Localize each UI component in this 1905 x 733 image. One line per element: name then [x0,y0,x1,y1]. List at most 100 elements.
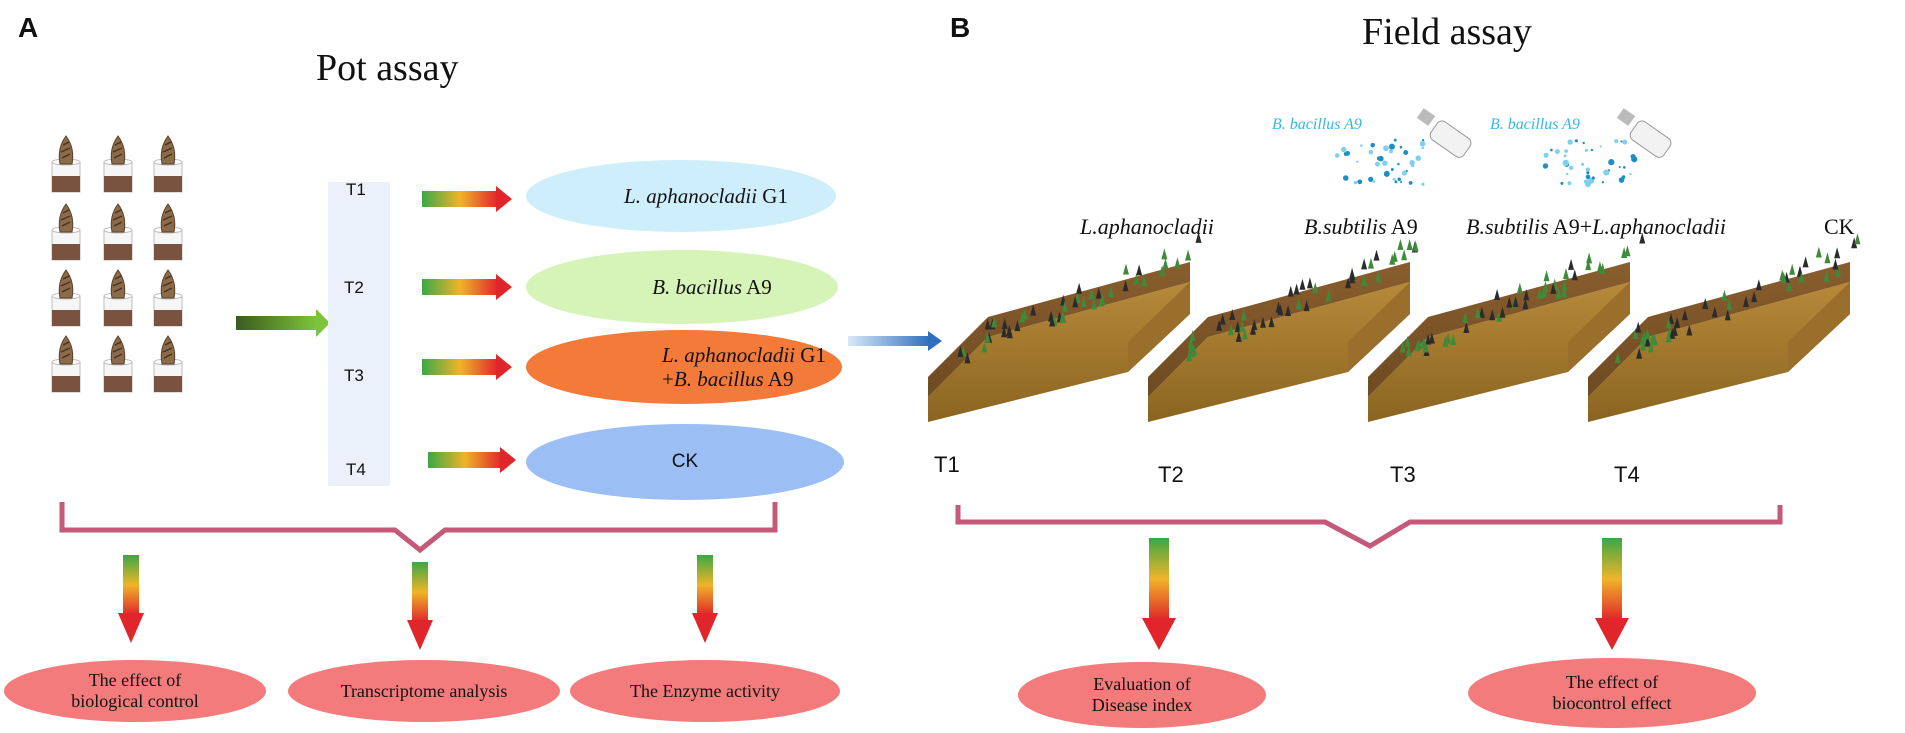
plant-mark [1019,311,1026,323]
plant-mark [1185,249,1192,261]
plant-mark [1219,313,1226,325]
plant-mark [1107,285,1114,297]
spray-droplet [1567,139,1573,145]
plant-mark [1014,320,1021,332]
spray-droplet [1397,162,1400,166]
plant-mark [1632,327,1639,339]
spray-droplet [1356,160,1359,163]
plant-mark [1420,337,1427,349]
spray-droplet [1550,148,1553,152]
plant-mark [1216,319,1223,331]
treatment-t3: T3 [344,366,364,385]
plant-mark [1644,335,1651,347]
plant-mark [1389,253,1396,265]
t1-species: L. aphanocladii [624,183,758,208]
plant-mark [1059,312,1066,324]
plant-mark [1076,282,1083,294]
plant-mark [1162,258,1169,270]
plant-mark [1724,309,1731,321]
field-treatment-t2: T2 [1158,462,1184,487]
plant-mark [1030,304,1037,316]
plot-header-3-strain: A9+ [1548,214,1593,239]
output-transcriptome: Transcriptome analysis [288,660,560,722]
spray-droplet [1421,139,1425,142]
spray-droplet [1397,177,1401,182]
plant-mark [1561,279,1568,291]
spray-droplet [1345,150,1351,156]
spray-droplet [1421,182,1425,186]
plant-mark [1541,286,1548,298]
plant-mark [964,352,971,364]
spray-droplet [1399,180,1403,184]
plant-mark [1445,332,1452,344]
plant-mark [1586,252,1593,264]
spray-droplet [1585,174,1591,180]
spray-droplet [1408,181,1413,185]
plant-mark [1405,345,1412,357]
plant-mark [1293,283,1300,295]
plant-mark [1835,265,1842,277]
spray-droplet [1562,159,1569,167]
spray-droplet [1419,140,1426,147]
plot-header-1-species: L.aphanocladii [1080,214,1214,239]
plant-mark [1361,274,1368,286]
plant-mark [1550,282,1557,294]
spray-droplet [1376,156,1382,161]
spray-droplet [1618,177,1625,183]
plant-mark [1585,259,1592,271]
spray-droplet [1585,167,1591,172]
spray-droplet [1382,160,1388,166]
spray-droplet [1401,170,1408,176]
plant-mark [1665,331,1672,343]
spray-droplet [1390,168,1394,171]
spray-droplet [1554,149,1560,155]
field-output-1-line1: Evaluation of [1093,674,1191,695]
field-treatment-t3: T3 [1390,462,1416,487]
plant-mark [1159,265,1166,277]
plant-mark [1095,287,1102,299]
spray-droplet [1415,155,1422,161]
plant-mark [1669,327,1676,339]
plant-mark [1681,309,1688,321]
spray-droplet [1543,152,1549,158]
plant-mark [1404,335,1411,347]
plant-mark [1789,263,1796,275]
plant-mark [1345,277,1352,289]
plant-mark [1295,298,1302,310]
spray-droplet [1580,162,1585,166]
plant-mark [984,331,991,343]
plant-mark [1234,321,1241,333]
plot-header-3-species: B.subtilis [1466,214,1549,239]
plant-mark [1462,312,1469,324]
panel-b-letter: B [950,12,971,43]
plant-mark [1080,295,1087,307]
plant-mark [1494,288,1501,300]
plant-mark [1523,289,1530,301]
field-bracket [955,505,1783,549]
plant-mark [1259,316,1266,328]
plant-mark [1391,250,1398,262]
plant-mark [1049,315,1056,327]
spray-droplet [1608,159,1615,166]
plant-mark [1228,324,1235,336]
field-output-2-line2: biocontrol effect [1552,693,1672,713]
output-enzyme: The Enzyme activity [570,660,840,722]
plant-mark [1621,247,1628,259]
spray-droplet [1560,181,1564,185]
spray-droplet [1603,169,1610,176]
pot-assay-title: Pot assay [316,47,459,89]
spray-droplet [1565,172,1569,176]
plant-mark [1001,318,1008,330]
plot-header-3-species-2: L.aphanocladii [1592,214,1726,239]
spray-droplet [1368,149,1374,155]
plant-mark [1506,296,1513,308]
plant-mark [1824,252,1831,264]
spray-droplet [1567,181,1572,186]
spray-droplet [1599,145,1602,148]
spray-bottle-icon [1416,108,1472,158]
plant-mark [1674,316,1681,328]
plant-mark [1571,269,1578,281]
